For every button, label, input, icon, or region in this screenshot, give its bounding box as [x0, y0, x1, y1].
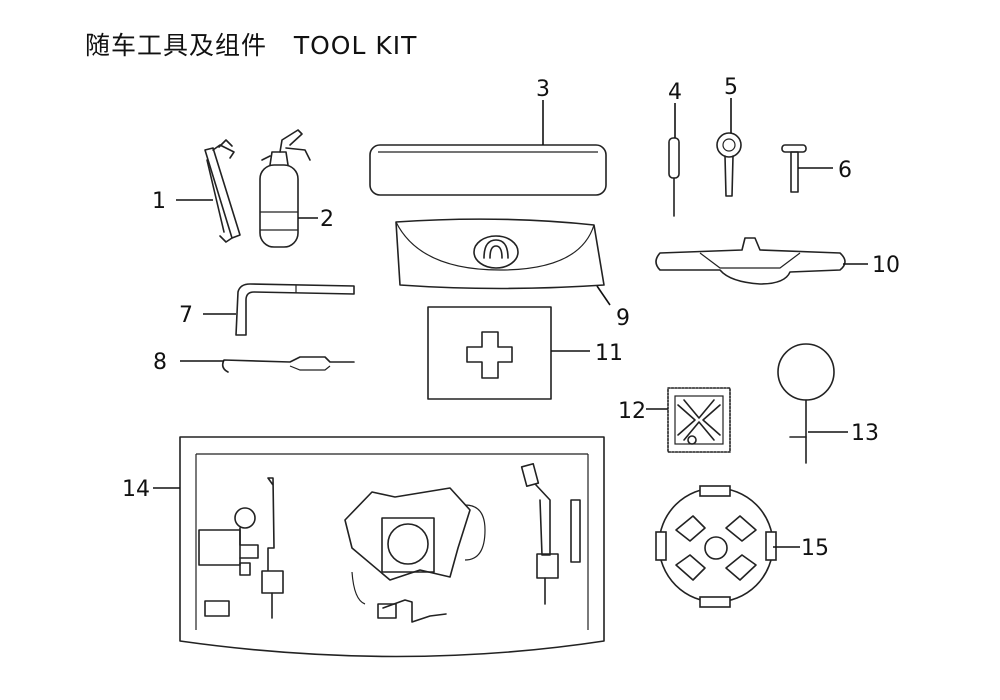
part-4-screwdriver	[668, 137, 680, 217]
part-14-foam-tray	[179, 436, 605, 658]
callout-13: 13	[851, 421, 879, 446]
part-12-mat	[667, 387, 731, 453]
part-2-fire-extinguisher	[259, 129, 311, 248]
page-title: 随车工具及组件 TOOL KIT	[85, 31, 418, 60]
callout-10: 10	[872, 253, 900, 278]
callout-2: 2	[320, 207, 334, 232]
part-5-tow-hook	[716, 132, 742, 197]
part-3-tool-pouch	[369, 144, 607, 196]
part-8-hook-rod	[221, 356, 355, 373]
callout-14: 14	[122, 477, 150, 502]
callout-1: 1	[152, 189, 166, 214]
part-6-t-pin	[781, 144, 807, 193]
part-1-bracket	[204, 139, 241, 243]
callout-11: 11	[595, 341, 623, 366]
part-10-jack	[655, 237, 846, 285]
callout-15: 15	[801, 536, 829, 561]
part-11-first-aid-kit	[427, 306, 552, 400]
callout-7: 7	[179, 303, 193, 328]
callout-3: 3	[536, 77, 550, 102]
part-13-warning-sign	[777, 343, 835, 464]
callout-8: 8	[153, 350, 167, 375]
callout-12: 12	[618, 399, 646, 424]
callout-4: 4	[668, 80, 682, 105]
callout-9: 9	[616, 306, 630, 331]
part-7-lug-wrench	[235, 283, 355, 336]
callout-5: 5	[724, 75, 738, 100]
part-9-tool-bag	[395, 218, 605, 290]
part-15-fixing-disc	[655, 485, 777, 608]
callout-6: 6	[838, 158, 852, 183]
